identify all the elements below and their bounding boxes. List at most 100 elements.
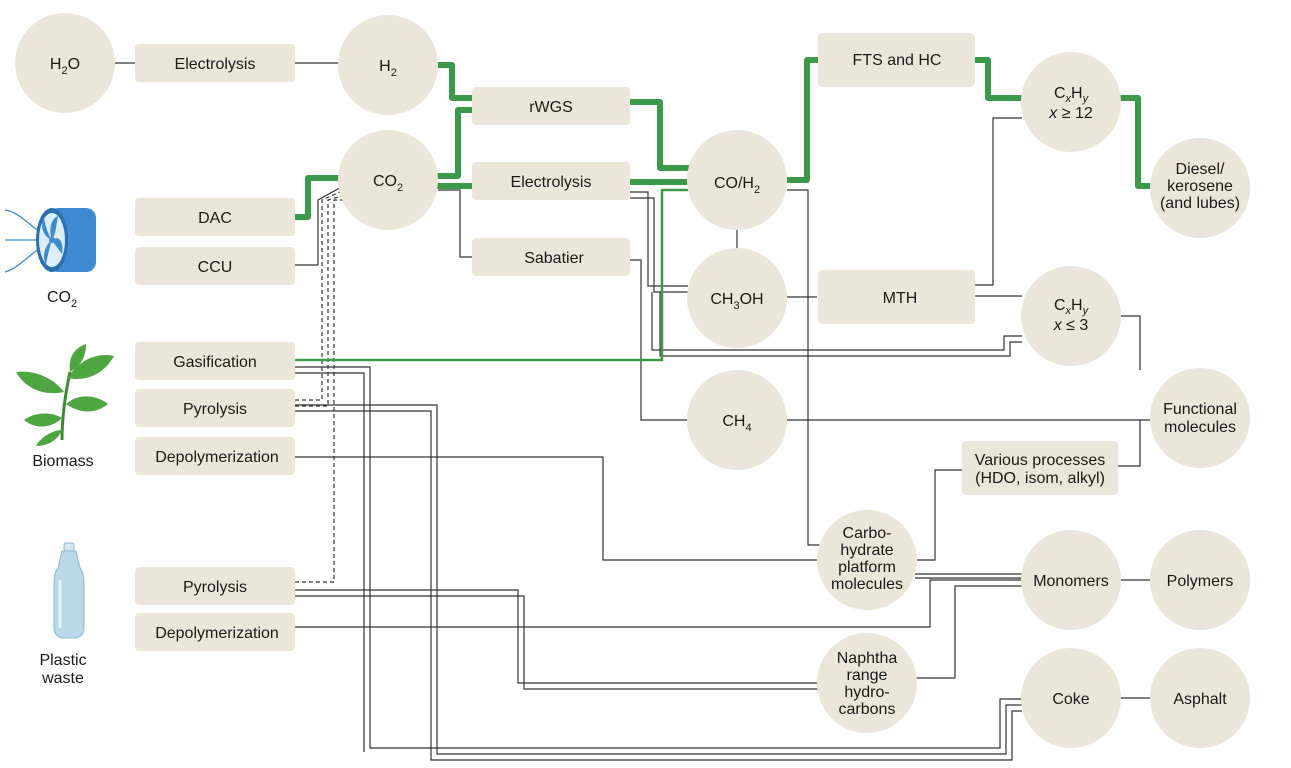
- node-ch4: [687, 370, 787, 470]
- process-ccu-label: CCU: [198, 259, 233, 276]
- line-pyro-plastic-naphtha-a: [295, 589, 820, 684]
- process-various-label: Various processes(HDO, isom, alkyl): [975, 452, 1105, 487]
- green-cxhy-diesel: [1117, 95, 1153, 189]
- process-mth-label: MTH: [883, 290, 918, 307]
- line-electrolysis-ch3oh-b: [630, 197, 688, 293]
- line-cxhy-low-functional: [1120, 315, 1141, 370]
- line-ch3oh-cxhy-low-a: [651, 292, 1022, 351]
- line-naphtha-monomers: [915, 585, 1022, 679]
- process-pyrolysis-biomass: [135, 389, 295, 427]
- process-depolymerization-biomass-label: Depolymerization: [155, 449, 279, 466]
- process-depolymerization-plastic: [135, 613, 295, 651]
- node-coke: [1021, 648, 1121, 748]
- process-pyrolysis-biomass-label: Pyrolysis: [183, 401, 247, 418]
- line-sabatier-ch4: [630, 259, 688, 421]
- connector-lines: [115, 62, 1150, 761]
- line-ch3oh-cxhy-low-b: [659, 292, 1022, 357]
- process-dac: [135, 198, 295, 236]
- green-fts-cxhy: [972, 57, 1025, 101]
- line-gasif-coke-b: [295, 372, 365, 752]
- process-dac-label: DAC: [198, 210, 232, 227]
- process-rwgs: [472, 87, 630, 125]
- node-asphalt-label: Asphalt: [1173, 691, 1227, 708]
- line-pyrolysis-bio-naphtha-b: [295, 410, 432, 420]
- process-gasification: [135, 342, 295, 380]
- line-pyro-bio-down-b: [430, 420, 1022, 761]
- process-depolymerization-biomass: [135, 437, 295, 475]
- green-h2-rwgs: [435, 62, 475, 101]
- process-sabatier: [472, 238, 630, 276]
- process-electrolysis-top-label: Electrolysis: [175, 56, 256, 73]
- process-ccu: [135, 247, 295, 285]
- node-h2-label: H2: [379, 58, 397, 79]
- line-pyrolysis-bio-naphtha-a: [295, 404, 438, 420]
- green-dac-co2: [292, 175, 343, 220]
- node-coh2: [687, 130, 787, 230]
- node-ch4-label: CH4: [722, 413, 751, 434]
- process-fts-label: FTS and HC: [853, 52, 942, 69]
- node-polymers-label: Polymers: [1167, 573, 1234, 590]
- line-ccu-co2: [295, 184, 346, 266]
- process-pyrolysis-plastic-label: Pyrolysis: [183, 579, 247, 596]
- node-carbohydrate: [817, 510, 917, 610]
- process-sabatier-label: Sabatier: [524, 250, 584, 267]
- line-pyro-plastic-naphtha-b: [295, 595, 820, 690]
- node-monomers-label: Monomers: [1033, 573, 1109, 590]
- node-asphalt: [1150, 648, 1250, 748]
- node-h2o-label: H2O: [50, 56, 80, 77]
- line-coh2-carbo: [787, 189, 820, 546]
- line-depoly-bio-carbo: [295, 456, 820, 561]
- line-co2-sabatier: [438, 189, 472, 258]
- bottle-icon: [53, 542, 85, 639]
- highlighted-pathway: [292, 57, 1153, 362]
- process-electrolysis-top: [135, 44, 295, 82]
- node-functional: [1150, 368, 1250, 468]
- node-h2: [338, 15, 438, 115]
- node-monomers: [1021, 530, 1121, 630]
- node-naphtha: [817, 633, 917, 733]
- node-cxhy-high: [1021, 52, 1121, 152]
- node-diesel-label: Diesel/kerosene(and lubes): [1160, 161, 1240, 212]
- process-pyrolysis-plastic: [135, 567, 295, 605]
- process-gasification-label: Gasification: [173, 354, 257, 371]
- process-electrolysis-mid-label: Electrolysis: [511, 174, 592, 191]
- line-electrolysis-ch3oh-a: [630, 191, 688, 287]
- line-depoly-plastic-monomers: [295, 579, 1022, 628]
- plant-icon: [16, 344, 114, 446]
- node-h2o: [15, 13, 115, 113]
- node-ch3oh-label: CH3OH: [710, 291, 763, 312]
- node-ch3oh: [687, 248, 787, 348]
- source-co2-label: CO2: [47, 289, 77, 310]
- node-coke-label: Coke: [1052, 691, 1089, 708]
- process-electrolysis-mid: [472, 162, 630, 200]
- line-pyrolysis-bio-co2-dashed-2: [295, 195, 343, 407]
- source-biomass-label: Biomass: [32, 453, 93, 470]
- line-mth-cxhy-high: [975, 117, 1022, 286]
- node-cxhy-low: [1021, 266, 1121, 366]
- process-mth: [818, 270, 975, 324]
- line-gasif-coke-a: [295, 366, 1022, 749]
- green-coh2-fts: [784, 57, 821, 183]
- green-rwgs-coh2: [627, 99, 691, 171]
- line-pyrolysis-plastic-co2-dashed: [295, 199, 344, 583]
- green-co2-rwgs: [435, 107, 475, 179]
- process-fts: [818, 33, 975, 87]
- line-various-functional: [1118, 420, 1141, 467]
- fan-icon: [4, 208, 96, 273]
- node-co2: [338, 130, 438, 230]
- process-rwgs-label: rWGS: [529, 99, 573, 116]
- green-gasif-coh2: [293, 188, 690, 362]
- node-coh2-label: CO/H2: [714, 175, 760, 196]
- node-diesel: [1150, 138, 1250, 238]
- process-various: [962, 441, 1118, 495]
- line-pyro-bio-down-a: [436, 420, 1022, 755]
- line-pyrolysis-bio-co2-dashed: [295, 191, 341, 401]
- node-co2-label: CO2: [373, 173, 403, 194]
